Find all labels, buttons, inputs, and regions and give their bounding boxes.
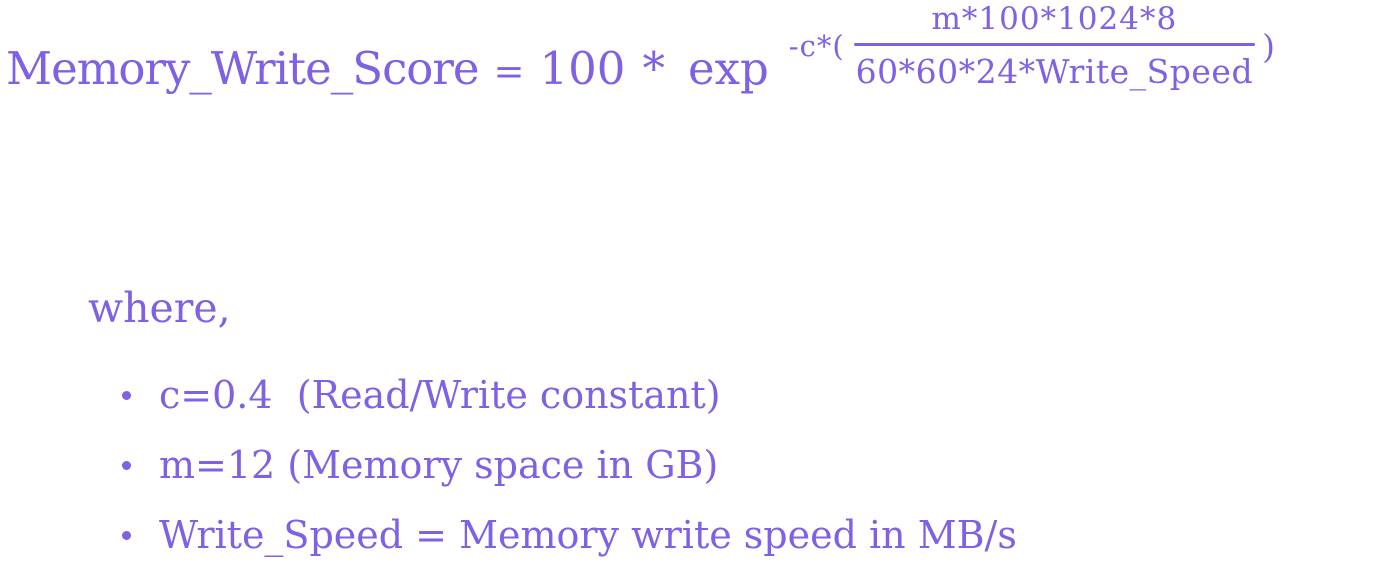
bullet-dot-icon <box>122 460 131 470</box>
definitions-list: c=0.4 (Read/Write constant) m=12 (Memory… <box>122 360 1017 570</box>
coefficient: 100 <box>539 42 626 95</box>
exponent-suffix: ) <box>1262 27 1275 67</box>
bullet-dot-icon <box>122 530 131 540</box>
exponent-group: -c*( m*100*1024*8 60*60*24*Write_Speed ) <box>789 2 1275 91</box>
multiply-operator: * <box>642 42 665 95</box>
fraction: m*100*1024*8 60*60*24*Write_Speed <box>853 1 1256 92</box>
where-label: where, <box>88 284 231 332</box>
bullet-dot-icon <box>122 390 131 400</box>
list-item: m=12 (Memory space in GB) <box>122 430 1017 500</box>
definition-c: c=0.4 (Read/Write constant) <box>159 373 721 417</box>
memory-write-score-formula: Memory_Write_Score = 100 * exp -c*( m*10… <box>6 0 1275 91</box>
fraction-numerator: m*100*1024*8 <box>931 1 1178 37</box>
fraction-denominator: 60*60*24*Write_Speed <box>855 52 1254 92</box>
exp-function: exp <box>687 42 769 95</box>
fraction-bar <box>853 43 1256 47</box>
list-item: Write_Speed = Memory write speed in MB/s <box>122 500 1017 570</box>
exponent-prefix: -c*( <box>788 29 845 64</box>
equals-sign: = <box>493 50 525 93</box>
definition-m: m=12 (Memory space in GB) <box>159 443 719 487</box>
list-item: c=0.4 (Read/Write constant) <box>122 360 1017 430</box>
formula-lhs: Memory_Write_Score <box>6 42 480 95</box>
definition-write-speed: Write_Speed = Memory write speed in MB/s <box>159 513 1017 557</box>
